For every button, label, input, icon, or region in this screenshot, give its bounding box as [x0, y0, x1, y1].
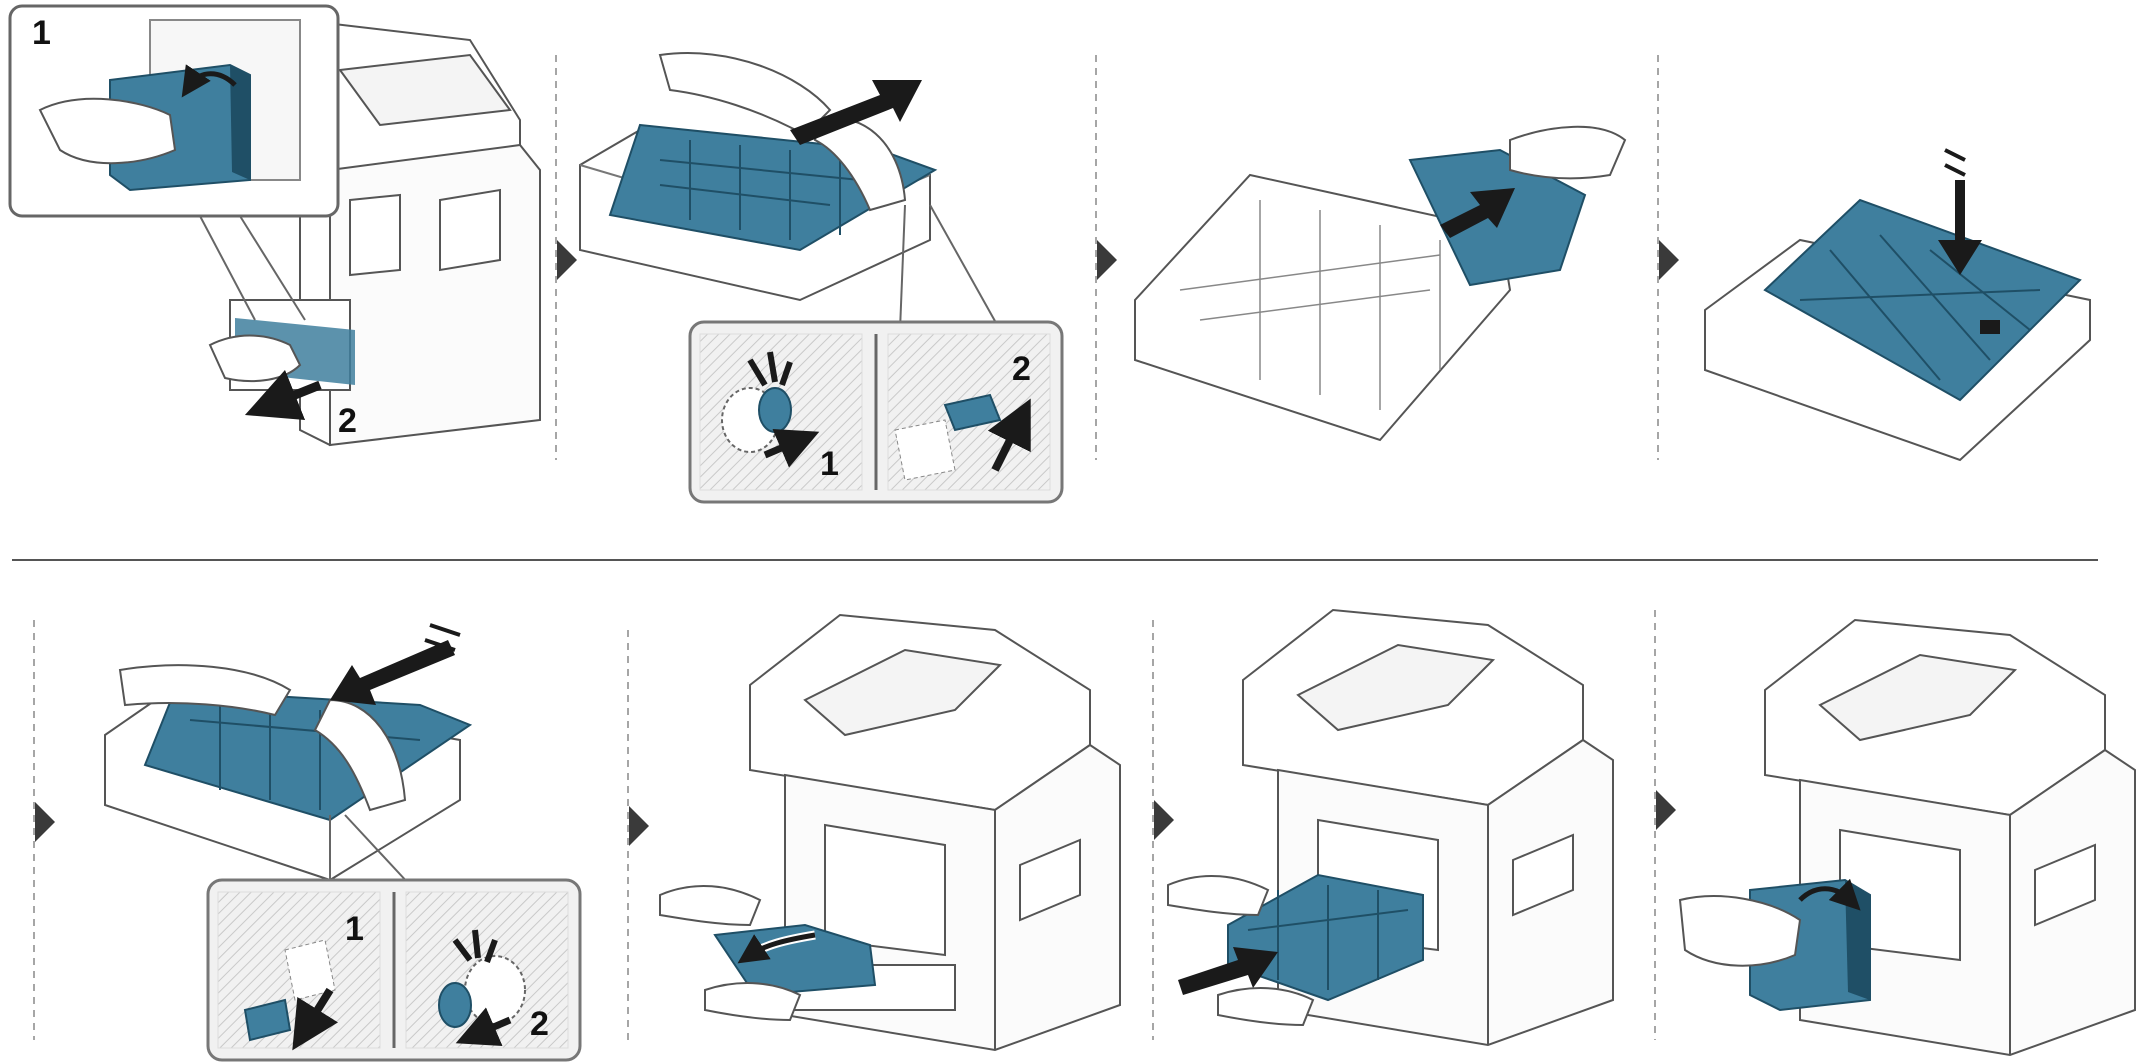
hand-illustration — [705, 983, 800, 1020]
step-label: 1 — [345, 910, 364, 948]
triangle-right-icon — [629, 806, 649, 846]
triangle-right-icon — [1656, 790, 1676, 830]
triangle-right-icon — [557, 240, 577, 280]
triangle-right-icon — [35, 802, 55, 842]
step-8-panel — [1680, 620, 2135, 1055]
arrow-icon — [330, 640, 455, 705]
step-1-panel: 2 1 — [10, 6, 540, 445]
step-6-panel — [660, 615, 1120, 1050]
step-label: 1 — [32, 14, 51, 52]
step-4-panel — [1705, 150, 2090, 460]
step-3-panel — [1135, 127, 1625, 440]
step-2-panel: 1 2 — [580, 53, 1062, 502]
step-label: 2 — [530, 1005, 549, 1043]
step-label: 1 — [820, 445, 839, 483]
hand-illustration — [210, 336, 300, 382]
step-5-panel: 1 2 — [105, 625, 580, 1060]
step-7-panel — [1168, 610, 1613, 1045]
step-label: 2 — [1012, 350, 1031, 388]
hand-illustration — [1218, 988, 1313, 1025]
hand-illustration — [660, 53, 830, 135]
hand-illustration — [1510, 127, 1625, 178]
triangle-right-icon — [1154, 800, 1174, 840]
triangle-right-icon — [1097, 240, 1117, 280]
triangle-right-icon — [1659, 240, 1679, 280]
hand-illustration — [1168, 876, 1268, 915]
step-label: 2 — [338, 402, 357, 440]
hand-illustration — [660, 886, 760, 925]
